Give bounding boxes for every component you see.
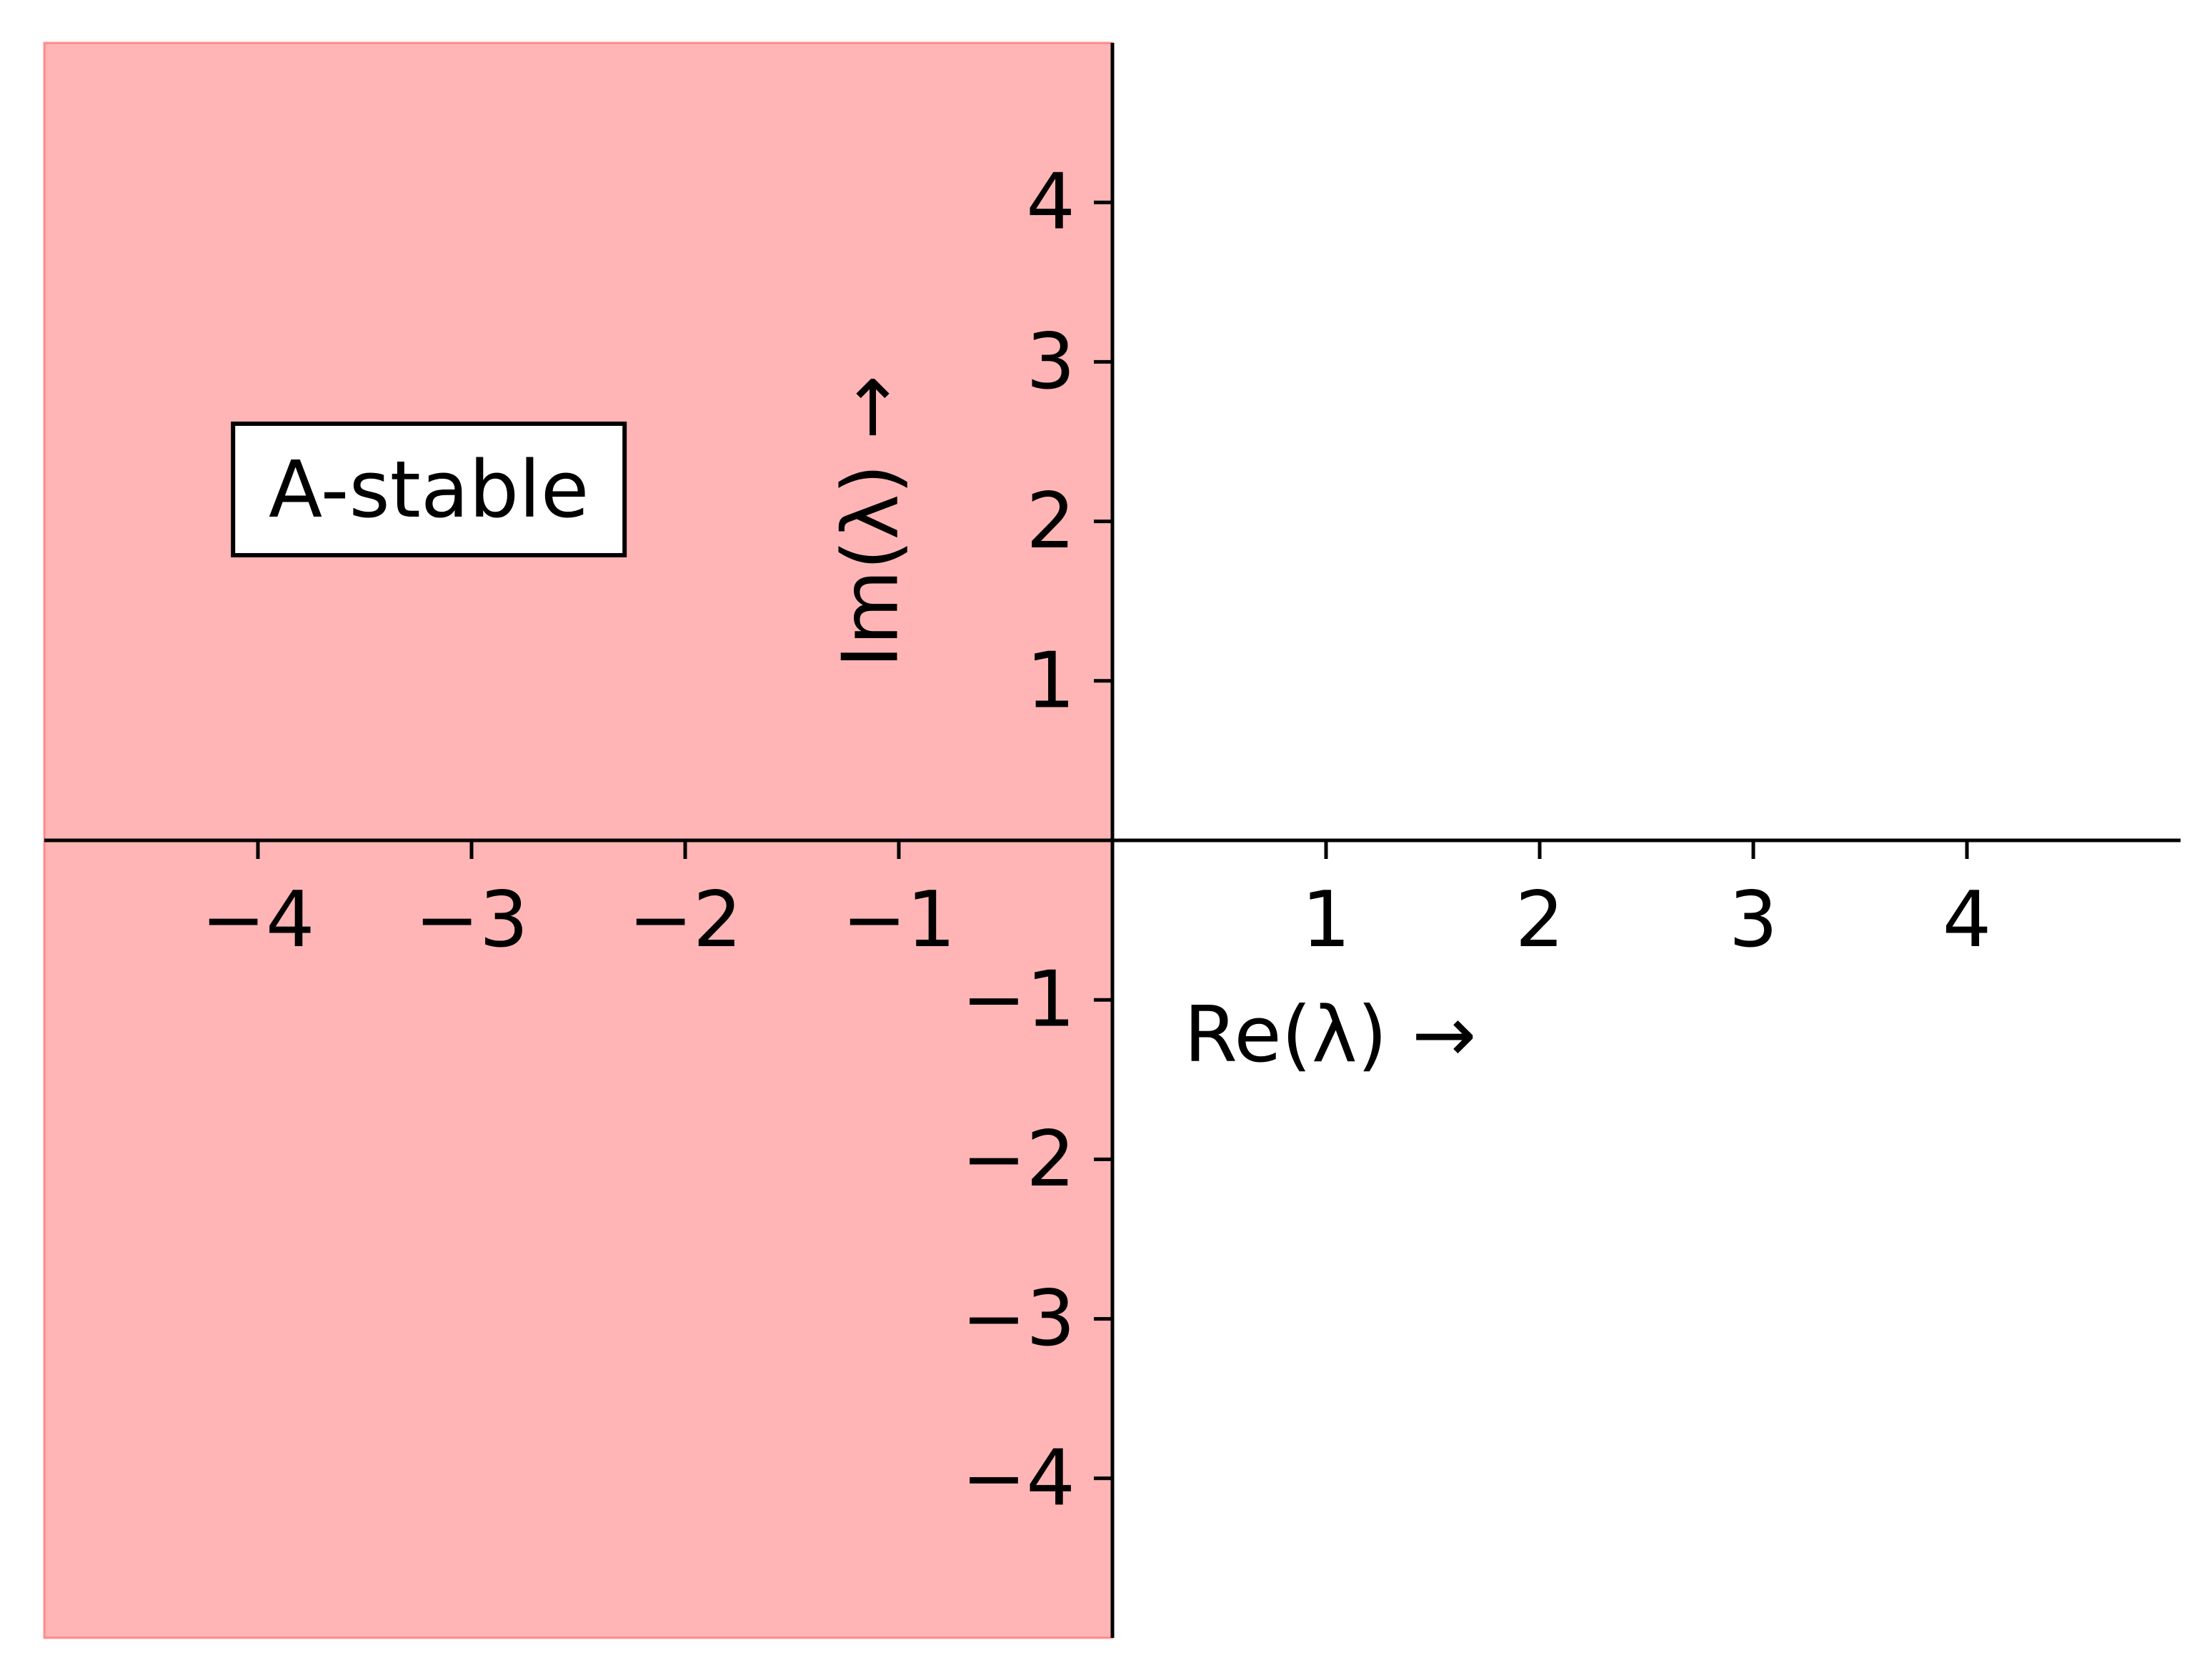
x-tick-label: −4 <box>201 875 314 965</box>
x-tick-label: 4 <box>1943 875 1992 965</box>
y-axis: −4 −3 −2 −1 1 2 3 4 <box>962 43 1115 1638</box>
y-axis-label: Im(λ) → <box>827 375 916 668</box>
y-tick-label: −2 <box>962 1115 1075 1204</box>
annotation-box <box>231 421 627 557</box>
y-tick-label: 1 <box>1026 636 1075 725</box>
x-tick-label: −1 <box>842 875 955 965</box>
y-tick-label: −1 <box>962 955 1075 1045</box>
y-tick-label: 4 <box>1026 158 1075 247</box>
x-tick-label: 2 <box>1515 875 1565 965</box>
annotation-text: A-stable <box>269 444 589 535</box>
x-axis-label: Re(λ) → <box>1184 990 1477 1080</box>
a-stable-annotation: A-stable <box>231 421 627 557</box>
x-tick-label: 3 <box>1729 875 1778 965</box>
x-tick-label: 1 <box>1302 875 1351 965</box>
x-tick-label: −2 <box>628 875 742 965</box>
x-axis: −4 −3 −2 −1 1 2 3 4 <box>44 838 2181 965</box>
y-tick-label: −3 <box>962 1274 1075 1363</box>
y-tick-label: 3 <box>1026 317 1075 407</box>
x-tick-label: −3 <box>414 875 528 965</box>
y-tick-label: 2 <box>1026 477 1075 566</box>
y-tick-label: −4 <box>962 1433 1075 1523</box>
